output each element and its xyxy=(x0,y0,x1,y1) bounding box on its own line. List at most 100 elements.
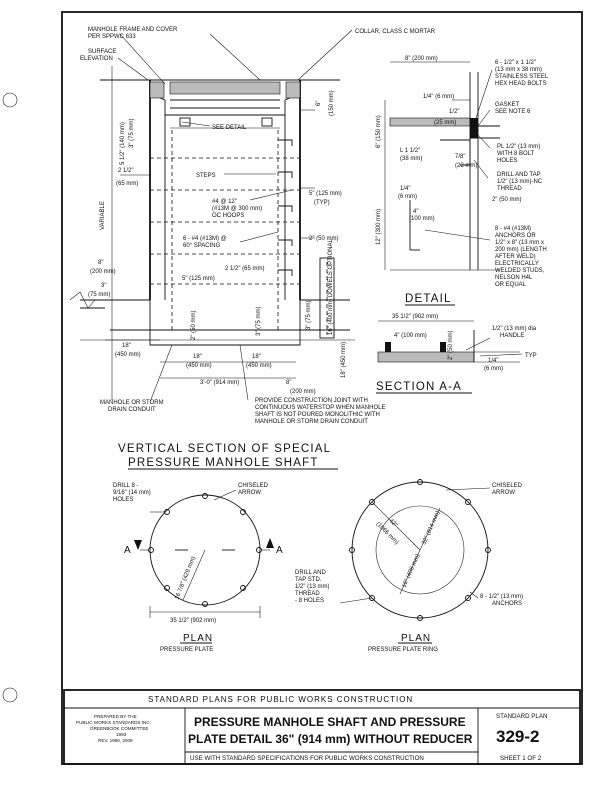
ring-drill-2: TAP STD. xyxy=(295,577,322,583)
label-dim-8in: 8" xyxy=(98,260,103,266)
label-surface-2: ELEVATION xyxy=(80,56,113,62)
detail-d14b: 1/4" xyxy=(400,186,410,192)
label-dim-6in: 6" xyxy=(316,101,322,106)
vertical-section-title-1: VERTICAL SECTION OF SPECIAL xyxy=(118,443,331,455)
detail-drill-3: THREAD xyxy=(497,186,522,192)
title-block-prep-2: PUBLIC WORKS STANDARDS INC. xyxy=(76,720,151,725)
label-dim-150mm: (150 mm) xyxy=(329,90,335,116)
detail-anch-2: ANCHORS OR xyxy=(495,233,536,239)
plate-arrow-2: ARROW xyxy=(238,490,261,496)
title-block-sheet: SHEET 1 OF 2 xyxy=(500,755,542,762)
ring-r16: 16" (406 mm) xyxy=(401,553,421,588)
label-dim-5in-typ-2: (TYP) xyxy=(314,200,330,206)
label-dim-16v: 16" (400 mm) DOWELS OPTIONAL xyxy=(328,239,334,335)
plan-plate-drawing xyxy=(134,489,274,618)
detail-plate-2: WITH 8 BOLT xyxy=(497,151,535,157)
detail-anch-7: WELDED STUDS, xyxy=(495,268,545,274)
label-hoops-2: (#13M @ 300 mm) xyxy=(212,206,262,212)
ring-anch-2: ANCHORS xyxy=(492,601,522,607)
detail-d14: 1/4" (6 mm) xyxy=(423,94,454,100)
detail-d12v: 12" (300 mm) xyxy=(376,209,382,245)
label-drain-1: MANHOLE OR STORM xyxy=(100,400,164,406)
ring-arrow-1: CHISELED xyxy=(492,483,523,489)
detail-d8: 8" (200 mm) xyxy=(405,56,438,62)
label-dim-18in: 18" xyxy=(122,343,131,349)
section-aa-handle-1: 1/2" (13 mm) dia xyxy=(492,326,537,332)
plate-drill-3: HOLES xyxy=(113,497,133,503)
title-block-title-2: PLATE DETAIL 36" (914 mm) WITHOUT REDUCE… xyxy=(188,732,473,746)
title-block-header: STANDARD PLANS FOR PUBLIC WORKS CONSTRUC… xyxy=(148,695,413,704)
label-dim-5in-125: 5" (125 mm) xyxy=(182,276,215,282)
detail-drawing xyxy=(384,61,500,271)
section-aa-d2: 2" (50 mm) xyxy=(448,331,454,360)
title-block: STANDARD PLANS FOR PUBLIC WORKS CONSTRUC… xyxy=(63,689,581,765)
section-aa-d4: 4" (100 mm) xyxy=(394,333,427,339)
label-joint-4: MANHOLE OR STORM DRAIN CONDUIT xyxy=(255,419,368,425)
label-dim-200-b: (200 mm) xyxy=(290,389,316,395)
ring-r32: 32" (814 mm) xyxy=(421,510,441,545)
ring-drill-1: DRILL AND xyxy=(295,570,326,576)
detail-d6mm: (6 mm) xyxy=(398,194,417,200)
detail-d2: 2" (50 mm) xyxy=(492,197,521,203)
plan-ring-labels: CHISELED ARROW 42" (1066 mm) 32" (814 mm… xyxy=(295,483,523,607)
plan-plate-title: PLAN xyxy=(183,633,213,644)
detail-gasket-1: GASKET xyxy=(495,102,520,108)
detail-drill-2: 1/2" (13 mm)-NC xyxy=(497,179,543,185)
label-dim-3in-75v: 3" (75 mm) xyxy=(256,307,262,336)
plate-drill-2: 9/16" (14 mm) xyxy=(113,490,151,496)
detail-anch-6: ELECTRICALLY xyxy=(495,261,539,267)
ring-drill-4: THREAD xyxy=(295,591,320,597)
label-dim-450-a: (450 mm) xyxy=(186,363,212,369)
detail-d78: 7/8" xyxy=(455,154,465,160)
label-dim-18-a: 18" xyxy=(193,354,202,360)
ring-arrow-2: ARROW xyxy=(492,490,515,496)
plan-ring-drawing xyxy=(339,479,491,621)
plate-drill-1: DRILL 8 - xyxy=(113,483,138,489)
label-joint-3: SHAFT IS NOT POURED MONOLITHIC WITH xyxy=(255,412,380,418)
section-aa-handle-2: HANDLE xyxy=(500,333,524,339)
vertical-section-title-2: PRESSURE MANHOLE SHAFT xyxy=(128,457,319,469)
label-dim-5in-typ-1: 5" (125 mm) xyxy=(309,191,342,197)
section-aa-d14: 1/4" xyxy=(488,358,498,364)
section-aa-d35: 35 1/2" (902 mm) xyxy=(392,314,438,320)
detail-gasket-2: SEE NOTE 6 xyxy=(495,109,531,115)
sheet-border xyxy=(61,11,583,765)
detail-anch-9: OR EQUAL xyxy=(495,282,527,288)
label-joint-1: PROVIDE CONSTRUCTION JOINT WITH xyxy=(255,398,368,404)
label-variable: VARIABLE xyxy=(100,201,106,230)
section-aa-drawing xyxy=(377,320,523,363)
section-aa-typ: TYP xyxy=(525,353,537,359)
label-joint-2: CONTINUOUS WATERSTOP WHEN MANHOLE xyxy=(255,405,385,411)
label-hoops-1: #4 @ 12" xyxy=(212,199,237,205)
label-dim-450-b: (450 mm) xyxy=(246,363,272,369)
detail-l-1: L 1 1/2" xyxy=(400,148,420,154)
plan-plate-subtitle: PRESSURE PLATE xyxy=(160,647,213,653)
label-see-detail: SEE DETAIL xyxy=(212,125,247,131)
label-dim-5-5in: 5 1/2" (140 mm) xyxy=(120,122,126,165)
detail-bolts-1: 6 - 1/2" x 1 1/2" xyxy=(495,60,536,66)
label-dim-3in-75: 3" (75 mm) xyxy=(129,119,135,148)
binder-hole-top xyxy=(2,92,18,108)
plate-a-right: A xyxy=(276,545,284,556)
ring-r42: 42" xyxy=(388,518,398,528)
title-block-prep-1: PREPARED BY THE xyxy=(94,714,137,719)
detail-anch-1: 8 - #4 (#13M) xyxy=(495,226,531,232)
label-dim-2in-50: 2" (50 mm) xyxy=(309,236,338,242)
label-dim-2-5-65: 2 1/2" (65 mm) xyxy=(225,266,264,272)
plan-ring-title: PLAN xyxy=(401,633,431,644)
title-block-title-1: PRESSURE MANHOLE SHAFT AND PRESSURE xyxy=(194,715,466,729)
detail-d6v: 6" (150 mm) xyxy=(376,115,382,148)
title-block-use-with: USE WITH STANDARD SPECIFICATIONS FOR PUB… xyxy=(190,755,424,762)
title-block-prep-3: GREENBOOK COMMITTEE xyxy=(90,726,148,731)
label-dim-2-5in: 2 1/2" xyxy=(118,168,133,174)
plan-ring-subtitle: PRESSURE PLATE RING xyxy=(368,647,438,653)
plate-arrow-1: CHISELED xyxy=(238,483,269,489)
vertical-section-drawing xyxy=(69,29,355,403)
label-dim-3ft: 3'-0" (914 mm) xyxy=(200,380,239,386)
detail-bolts-3: STAINLESS STEEL xyxy=(495,74,549,80)
detail-anch-5: AFTER WELD) xyxy=(495,254,536,260)
label-dim-200mm: (200 mm) xyxy=(90,269,116,275)
ring-drill-5: - 8 HOLES xyxy=(295,598,324,604)
